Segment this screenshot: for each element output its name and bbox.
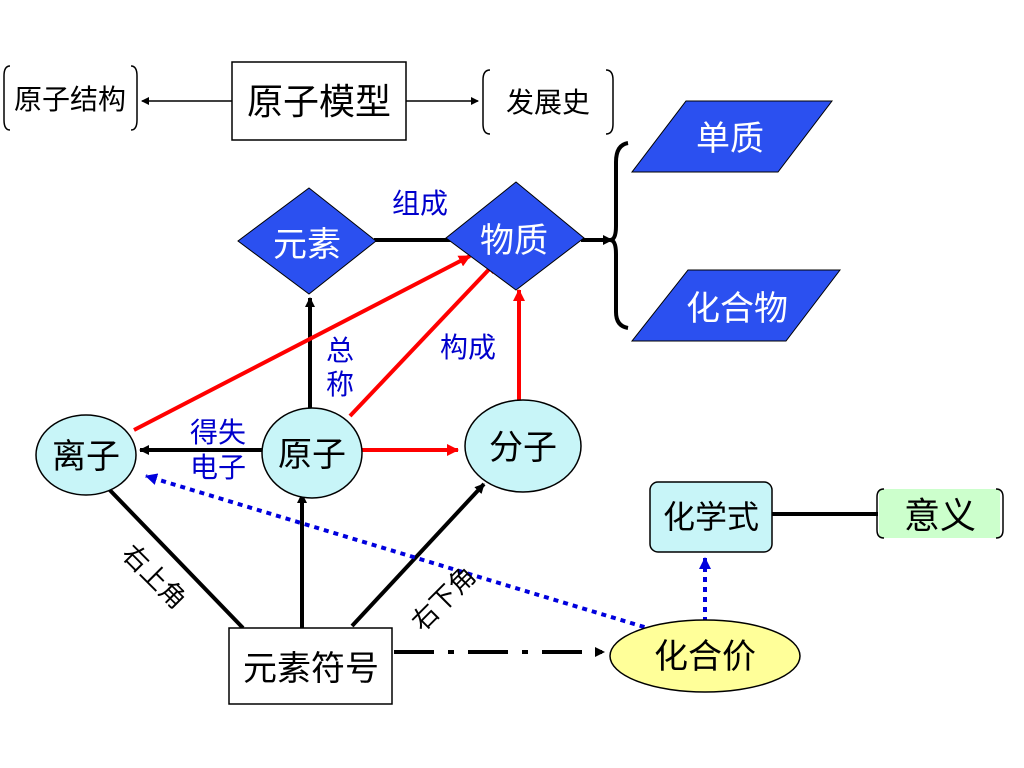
substance-text: 物质	[480, 221, 548, 261]
brace	[609, 141, 629, 330]
arrow-symbol-to-ion	[100, 480, 245, 630]
label-general-name-2: 称	[326, 368, 354, 401]
node-history: 发展史	[482, 69, 614, 135]
molecule-text: 分子	[489, 428, 557, 468]
node-chemical-formula: 化学式	[649, 481, 773, 553]
node-meaning: 意义	[876, 488, 1004, 539]
node-molecule: 分子	[464, 399, 582, 493]
node-valence: 化合价	[609, 619, 801, 693]
element-symbol-text: 元素符号	[243, 649, 379, 689]
atom-text: 原子	[278, 435, 346, 475]
arrow-symbol-to-molecule	[350, 482, 486, 628]
arrow-valence-to-ion	[145, 473, 655, 632]
meaning-text: 意义	[904, 496, 976, 537]
arrow-ion-to-substance	[133, 254, 471, 432]
node-element: 元素	[237, 187, 377, 295]
ion-text: 离子	[52, 437, 120, 477]
chemical-formula-text: 化学式	[663, 498, 759, 536]
label-upper-right: 右上角	[115, 539, 191, 615]
node-compound: 化合物	[630, 269, 842, 342]
node-atom: 原子	[261, 407, 363, 499]
node-simple-substance: 单质	[630, 100, 834, 173]
atomic-model-text: 原子模型	[247, 82, 391, 123]
label-gain-lose-1: 得失	[190, 416, 246, 449]
label-general-name-1: 总	[326, 334, 354, 367]
label-gain-lose-2: 电子	[190, 451, 246, 484]
node-ion: 离子	[35, 414, 137, 496]
label-compose: 组成	[392, 187, 448, 220]
element-text: 元素	[273, 225, 341, 265]
history-text: 发展史	[506, 86, 590, 119]
atomic-structure-text: 原子结构	[14, 83, 126, 116]
compound-text: 化合物	[686, 289, 788, 329]
arrow-atom-to-substance	[348, 260, 498, 418]
simple-substance-text: 单质	[696, 119, 764, 159]
node-atomic-model: 原子模型	[231, 61, 407, 141]
node-substance: 物质	[445, 181, 585, 291]
node-element-symbol: 元素符号	[228, 627, 393, 705]
label-lower-right: 右下角	[406, 561, 482, 637]
node-atomic-structure: 原子结构	[3, 65, 138, 131]
label-constitute: 构成	[440, 331, 496, 364]
valence-text: 化合价	[654, 637, 756, 677]
